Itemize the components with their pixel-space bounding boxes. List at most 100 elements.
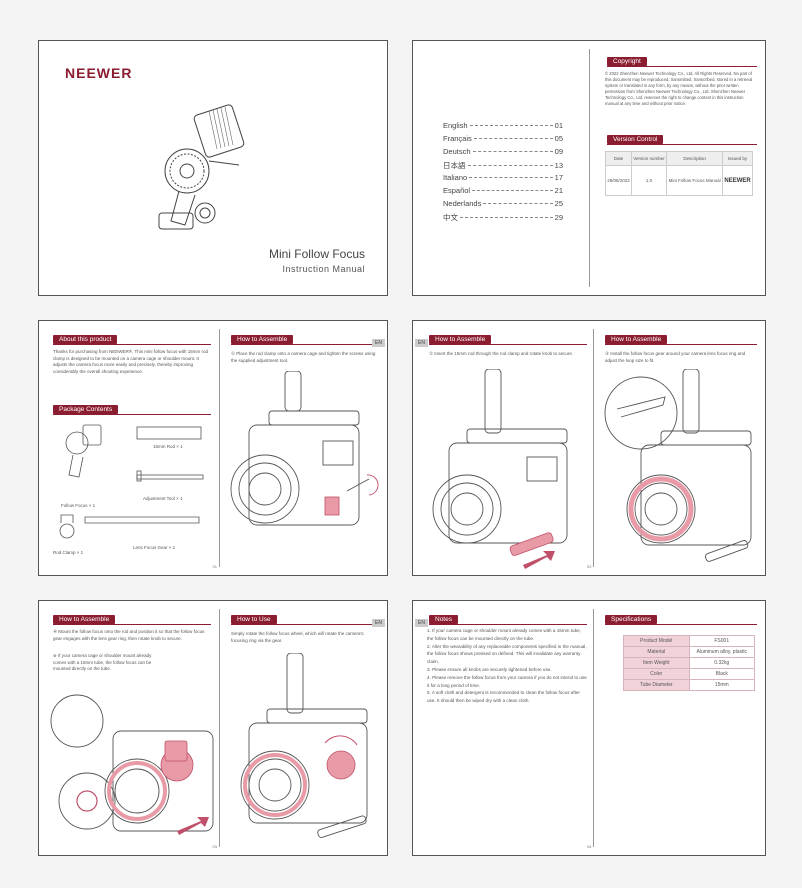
- toc-page-number: 05: [554, 134, 563, 143]
- toc-page-number: 17: [554, 173, 563, 182]
- package-item: Lens Focus Gear × 1: [133, 545, 176, 550]
- list-item: 2. Alter the wearability of any replacea…: [427, 643, 587, 665]
- spec-value: 0.32kg: [688, 657, 755, 669]
- toc-language: Italiano: [443, 173, 468, 182]
- spec-value: FS001: [688, 635, 755, 647]
- about-heading: About this product: [53, 335, 118, 344]
- toc-leader: [460, 217, 553, 218]
- focus-gear-illustration: [604, 369, 752, 562]
- version-header: Date: [605, 151, 632, 166]
- package-illustrations: [59, 424, 204, 539]
- list-item: 1. If your camera cage or shoulder mount…: [427, 628, 581, 641]
- use-illustration: [240, 653, 368, 838]
- language-badge: EN: [415, 339, 428, 347]
- version-cell: NEEWER: [722, 165, 753, 196]
- spec-value: Black: [688, 668, 755, 680]
- toc-language: 日本語: [443, 161, 466, 170]
- assemble1-heading: How to Assemble: [231, 335, 294, 344]
- version-heading: Version Control: [607, 135, 664, 144]
- follow-focus-illustration: [158, 104, 245, 230]
- assemble1-step: ① Place the rod clamp onto a camera cage…: [231, 351, 376, 363]
- assemble3-step: ③ Install the follow focus gear around y…: [605, 351, 746, 363]
- toc-leader: [473, 138, 553, 139]
- about-text: Thanks for purchasing from NEEWER®. This…: [53, 349, 209, 374]
- rod-insert-illustration: [432, 369, 568, 569]
- toc-page-number: 25: [554, 199, 563, 208]
- toc-item: Italiano 17: [443, 173, 563, 182]
- use-heading: How to Use: [231, 615, 277, 624]
- page-number: 04: [587, 844, 592, 849]
- package-item: Follow Focus × 1: [61, 503, 96, 508]
- toc-item: 日本語 13: [443, 160, 563, 171]
- cover-subtitle: Instruction Manual: [282, 264, 365, 274]
- version-header: Version number: [630, 151, 668, 166]
- assemble3-heading: How to Assemble: [605, 335, 668, 344]
- use-text: Simply rotate the follow focus wheel, wh…: [231, 631, 364, 643]
- mount-follow-focus-illustration: [50, 694, 214, 835]
- toc-item: Français 05: [443, 134, 563, 143]
- assemble4-heading: How to Assemble: [53, 615, 116, 624]
- version-header: Issued by: [722, 151, 753, 166]
- copyright-heading: Copyright: [607, 57, 647, 66]
- cover-title: Mini Follow Focus: [268, 247, 365, 261]
- package-heading: Package Contents: [53, 405, 119, 414]
- language-badge: EN: [372, 339, 385, 347]
- toc-language: Deutsch: [443, 147, 471, 156]
- toc-item: 中文 29: [443, 212, 563, 223]
- toc-leader: [469, 177, 553, 178]
- toc-language: Español: [443, 186, 471, 195]
- assemble2-heading: How to Assemble: [429, 335, 492, 344]
- list-item: 5. A soft cloth and detergent is recomme…: [427, 690, 580, 704]
- toc-page-number: 29: [554, 213, 563, 222]
- toc-page-number: 13: [554, 161, 563, 170]
- cover-page: NEEWER Mini Follow Focus Instruction Man…: [38, 40, 388, 296]
- toc-language: 中文: [443, 213, 458, 222]
- toc-leader: [469, 125, 553, 126]
- version-cell: 29/08/2022: [605, 165, 632, 196]
- toc-leader: [483, 203, 553, 204]
- assemble-page: EN How to Assemble ② Insert the 15mm rod…: [412, 320, 766, 576]
- version-cell: Mini Follow Focus Manual: [666, 165, 724, 196]
- copyright-text: © 2022 Shenzhen Neewer Technology Co., L…: [605, 71, 753, 107]
- toc-page-number: 09: [554, 147, 563, 156]
- page-number: 02: [587, 564, 592, 569]
- brand-logo: NEEWER: [65, 65, 133, 81]
- package-item: Rod Clamp × 1: [53, 550, 84, 555]
- version-cell: 1.0: [630, 165, 668, 196]
- spec-key: Product Model: [623, 635, 690, 647]
- spec-key: Item Weight: [623, 657, 690, 669]
- notes-list: 1. If your camera cage or shoulder mount…: [427, 627, 587, 705]
- spec-key: Material: [623, 646, 690, 658]
- notes-specs-page: EN Notes 1. If your camera cage or shoul…: [412, 600, 766, 856]
- language-badge: EN: [372, 619, 385, 627]
- toc-language: Nederlands: [443, 199, 482, 208]
- package-item: Adjustment Tool × 1: [143, 496, 183, 501]
- toc-leader: [472, 151, 553, 152]
- spec-key: Color: [623, 668, 690, 680]
- package-item: 15mm Rod × 1: [153, 444, 183, 449]
- spec-value: 15mm: [688, 679, 755, 691]
- toc-page-number: 01: [554, 121, 563, 130]
- spec-key: Tube Diameter: [623, 679, 690, 691]
- toc-language: Français: [443, 134, 472, 143]
- assemble2-step: ② Insert the 15mm rod through the rod cl…: [429, 351, 574, 356]
- spec-value: Aluminum alloy, plastic: [688, 646, 755, 658]
- toc-item: Nederlands 25: [443, 199, 563, 208]
- toc-leader: [472, 190, 553, 191]
- version-header: Description: [666, 151, 724, 166]
- list-item: 3. Please ensure all knobs are securely …: [427, 666, 552, 672]
- list-item: 4. Please remove the follow focus from y…: [427, 674, 587, 688]
- version-table: Date Version number Description Issued b…: [605, 151, 753, 196]
- camera-cage-illustration: [230, 371, 379, 526]
- toc-leader: [467, 165, 553, 166]
- toc-item: Deutsch 09: [443, 147, 563, 156]
- page-number: 03: [212, 844, 217, 849]
- notes-heading: Notes: [429, 615, 458, 624]
